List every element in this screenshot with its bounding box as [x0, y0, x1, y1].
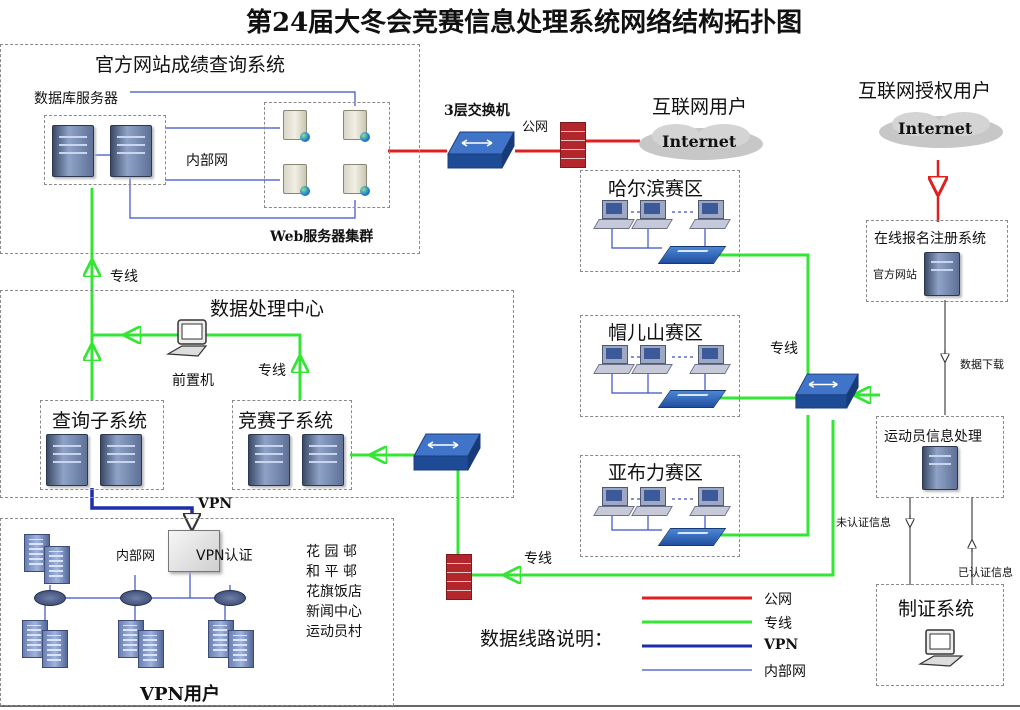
firewall-icon: [446, 554, 472, 600]
server-icon: [52, 125, 94, 177]
official-site-title: 官方网站成绩查询系统: [95, 54, 286, 76]
pc-icon: [917, 629, 964, 667]
db-server-box: [44, 115, 166, 185]
venue-item: 花旗饭店: [306, 584, 362, 600]
athlete-info-box: [876, 416, 1004, 498]
front-machine-label: 前置机: [172, 373, 214, 389]
pc-icon: [689, 200, 731, 230]
web-cluster-box: [264, 102, 390, 208]
web-server-icon: [343, 110, 370, 142]
venue-item: 花 园 邨: [306, 544, 357, 560]
dedicated-label-bottom: 专线: [524, 551, 552, 567]
vpn-auth-label: VPN认证: [196, 548, 253, 564]
query-sub-title: 查询子系统: [52, 410, 148, 432]
auth-info-label: 已认证信息: [958, 566, 1013, 579]
dedicated-label-mid: 专线: [258, 363, 286, 379]
compete-sub-box: [232, 400, 352, 490]
public-net-label: 公网: [522, 120, 549, 135]
switch-icon: [447, 131, 515, 169]
pc-icon: [689, 487, 731, 517]
firewall-icon: [560, 122, 586, 168]
internet-label: Internet: [662, 132, 737, 151]
building-icon: [42, 630, 68, 668]
data-download-label: 数据下载: [960, 358, 1004, 371]
online-reg-box: [866, 220, 1008, 302]
pc-icon: [631, 487, 673, 517]
public-net-lines: [388, 139, 640, 153]
server-icon: [110, 125, 152, 177]
zone-label-harbin: 哈尔滨赛区: [608, 178, 704, 200]
zone-label-yabuli: 亚布力赛区: [608, 462, 704, 484]
internal-net-lines: [92, 91, 356, 219]
internet-label: Internet: [898, 119, 973, 138]
data-center-title: 数据处理中心: [210, 298, 325, 320]
cert-system-box: [876, 584, 1004, 686]
router-icon: [214, 590, 246, 606]
building-icon: [208, 620, 234, 658]
dedicated-label-zones: 专线: [770, 341, 798, 357]
building-icon: [44, 546, 70, 584]
athlete-info-title: 运动员信息处理: [884, 429, 982, 445]
switch-icon: [795, 373, 859, 409]
db-server-label: 数据库服务器: [34, 91, 118, 107]
vpn-label: VPN: [198, 496, 233, 512]
venue-item: 新闻中心: [306, 604, 362, 620]
vpn-users-title: VPN用户: [140, 684, 220, 705]
internet-users-label: 互联网用户: [652, 96, 748, 118]
zone-box-harbin: [580, 170, 740, 272]
compete-sub-title: 竞赛子系统: [238, 410, 334, 432]
pc-icon: [631, 345, 673, 375]
internal-net-label: 内部网: [186, 153, 228, 169]
server-icon: [248, 434, 290, 486]
query-sub-box: [40, 400, 164, 490]
pc-icon: [593, 200, 635, 230]
zone-box-yabuli: [580, 455, 740, 557]
unauth-info-label: 未认证信息: [836, 516, 891, 529]
vpn-gateway-icon: [168, 530, 220, 572]
server-icon: [46, 434, 88, 486]
auth-users-label: 互联网授权用户: [858, 80, 992, 102]
server-icon: [922, 446, 958, 490]
page-title: 第24届大冬会竞赛信息处理系统网络结构拓扑图: [246, 8, 803, 38]
web-server-icon: [283, 110, 310, 142]
legend-title: 数据线路说明：: [480, 628, 614, 650]
venue-item: 和 平 邨: [306, 564, 357, 580]
switch3-label: 3层交换机: [444, 103, 510, 119]
server-icon: [100, 434, 142, 486]
online-reg-site: 官方网站: [873, 268, 917, 281]
router-icon: [120, 590, 152, 606]
zone-box-maoershan: [580, 315, 740, 417]
cloud-icon: [879, 112, 1003, 148]
cert-system-title: 制证系统: [898, 598, 975, 620]
official-site-box: [0, 44, 420, 254]
legend-label-dedicated: 专线: [764, 616, 792, 632]
pc-icon: [689, 345, 731, 375]
data-center-box: [0, 290, 514, 498]
cloud-icon: [639, 124, 763, 160]
venue-list: 花 园 邨 和 平 邨 花旗饭店 新闻中心 运动员村: [306, 542, 362, 642]
dedicated-arrows: [92, 268, 870, 575]
pc-icon: [631, 200, 673, 230]
legend-label-vpn: VPN: [764, 637, 799, 653]
router-icon: [34, 590, 66, 606]
pc-icon: [593, 345, 635, 375]
vpn-users-box: [0, 518, 394, 706]
online-reg-title: 在线报名注册系统: [874, 231, 986, 247]
vpn-internal-label: 内部网: [116, 549, 156, 564]
pc-icon: [593, 487, 635, 517]
web-server-icon: [283, 164, 310, 196]
legend-label-internal: 内部网: [764, 664, 806, 680]
server-icon: [302, 434, 344, 486]
pc-icon: [165, 319, 208, 357]
dedicated-label-top: 专线: [110, 269, 138, 285]
switch-icon: [413, 433, 481, 471]
zone-label-maoershan: 帽儿山赛区: [608, 322, 704, 344]
server-icon: [924, 252, 960, 296]
legend-label-public: 公网: [764, 592, 792, 608]
venue-item: 运动员村: [306, 624, 362, 640]
building-icon: [138, 630, 164, 668]
building-icon: [228, 630, 254, 668]
web-cluster-label: Web服务器集群: [270, 229, 374, 245]
web-server-icon: [343, 164, 370, 196]
